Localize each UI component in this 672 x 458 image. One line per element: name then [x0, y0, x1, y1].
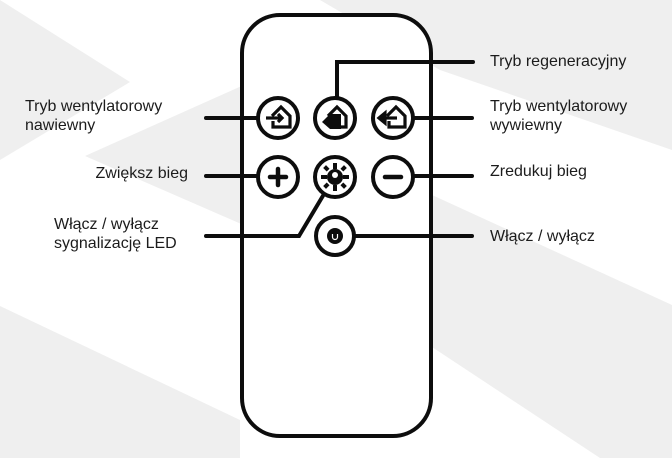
house-filled-arrow-icon [322, 104, 348, 129]
label-speed-down-text: Zredukuj bieg [490, 163, 587, 180]
house-arrow-out-icon [376, 104, 407, 129]
bg-triangle-left [0, 0, 130, 160]
leader-regeneration-mode [335, 60, 475, 110]
button-led-toggle[interactable] [313, 155, 357, 199]
gear-led-icon [321, 163, 349, 191]
button-supply-mode[interactable] [256, 96, 300, 140]
label-supply-mode-line1: Tryb wentylatorowy [25, 98, 163, 115]
label-regeneration-mode-text: Tryb regeneracyjny [490, 53, 627, 70]
label-led-toggle: Włącz / wyłącz sygnalizację LED [54, 215, 177, 253]
label-supply-mode: Tryb wentylatorowy nawiewny [25, 97, 162, 135]
label-speed-up: Zwiększ bieg [96, 164, 188, 183]
label-exhaust-mode-line1: Tryb wentylatorowy [490, 98, 628, 115]
label-regeneration-mode: Tryb regeneracyjny [490, 52, 626, 71]
bg-band-bottom-left [0, 306, 240, 458]
plus-icon [267, 166, 289, 188]
button-speed-down[interactable] [371, 155, 415, 199]
label-supply-mode-line2: nawiewny [25, 117, 96, 134]
label-led-toggle-line1: Włącz / wyłącz [54, 216, 159, 233]
button-exhaust-mode[interactable] [371, 96, 415, 140]
label-power: Włącz / wyłącz [490, 227, 595, 246]
button-regeneration-mode[interactable] [313, 96, 357, 140]
label-led-toggle-line2: sygnalizację LED [54, 235, 177, 252]
label-exhaust-mode-line2: wywiewny [490, 117, 563, 134]
bg-band-bottom-right [432, 195, 672, 458]
label-exhaust-mode: Tryb wentylatorowy wywiewny [490, 97, 627, 135]
button-speed-up[interactable] [256, 155, 300, 199]
button-power[interactable] [314, 215, 356, 257]
label-power-text: Włącz / wyłącz [490, 228, 595, 245]
label-speed-up-text: Zwiększ bieg [95, 165, 188, 182]
leader-led-toggle [204, 187, 329, 238]
power-icon [327, 228, 343, 244]
label-speed-down: Zredukuj bieg [490, 162, 587, 181]
house-arrow-in-icon [266, 104, 292, 129]
